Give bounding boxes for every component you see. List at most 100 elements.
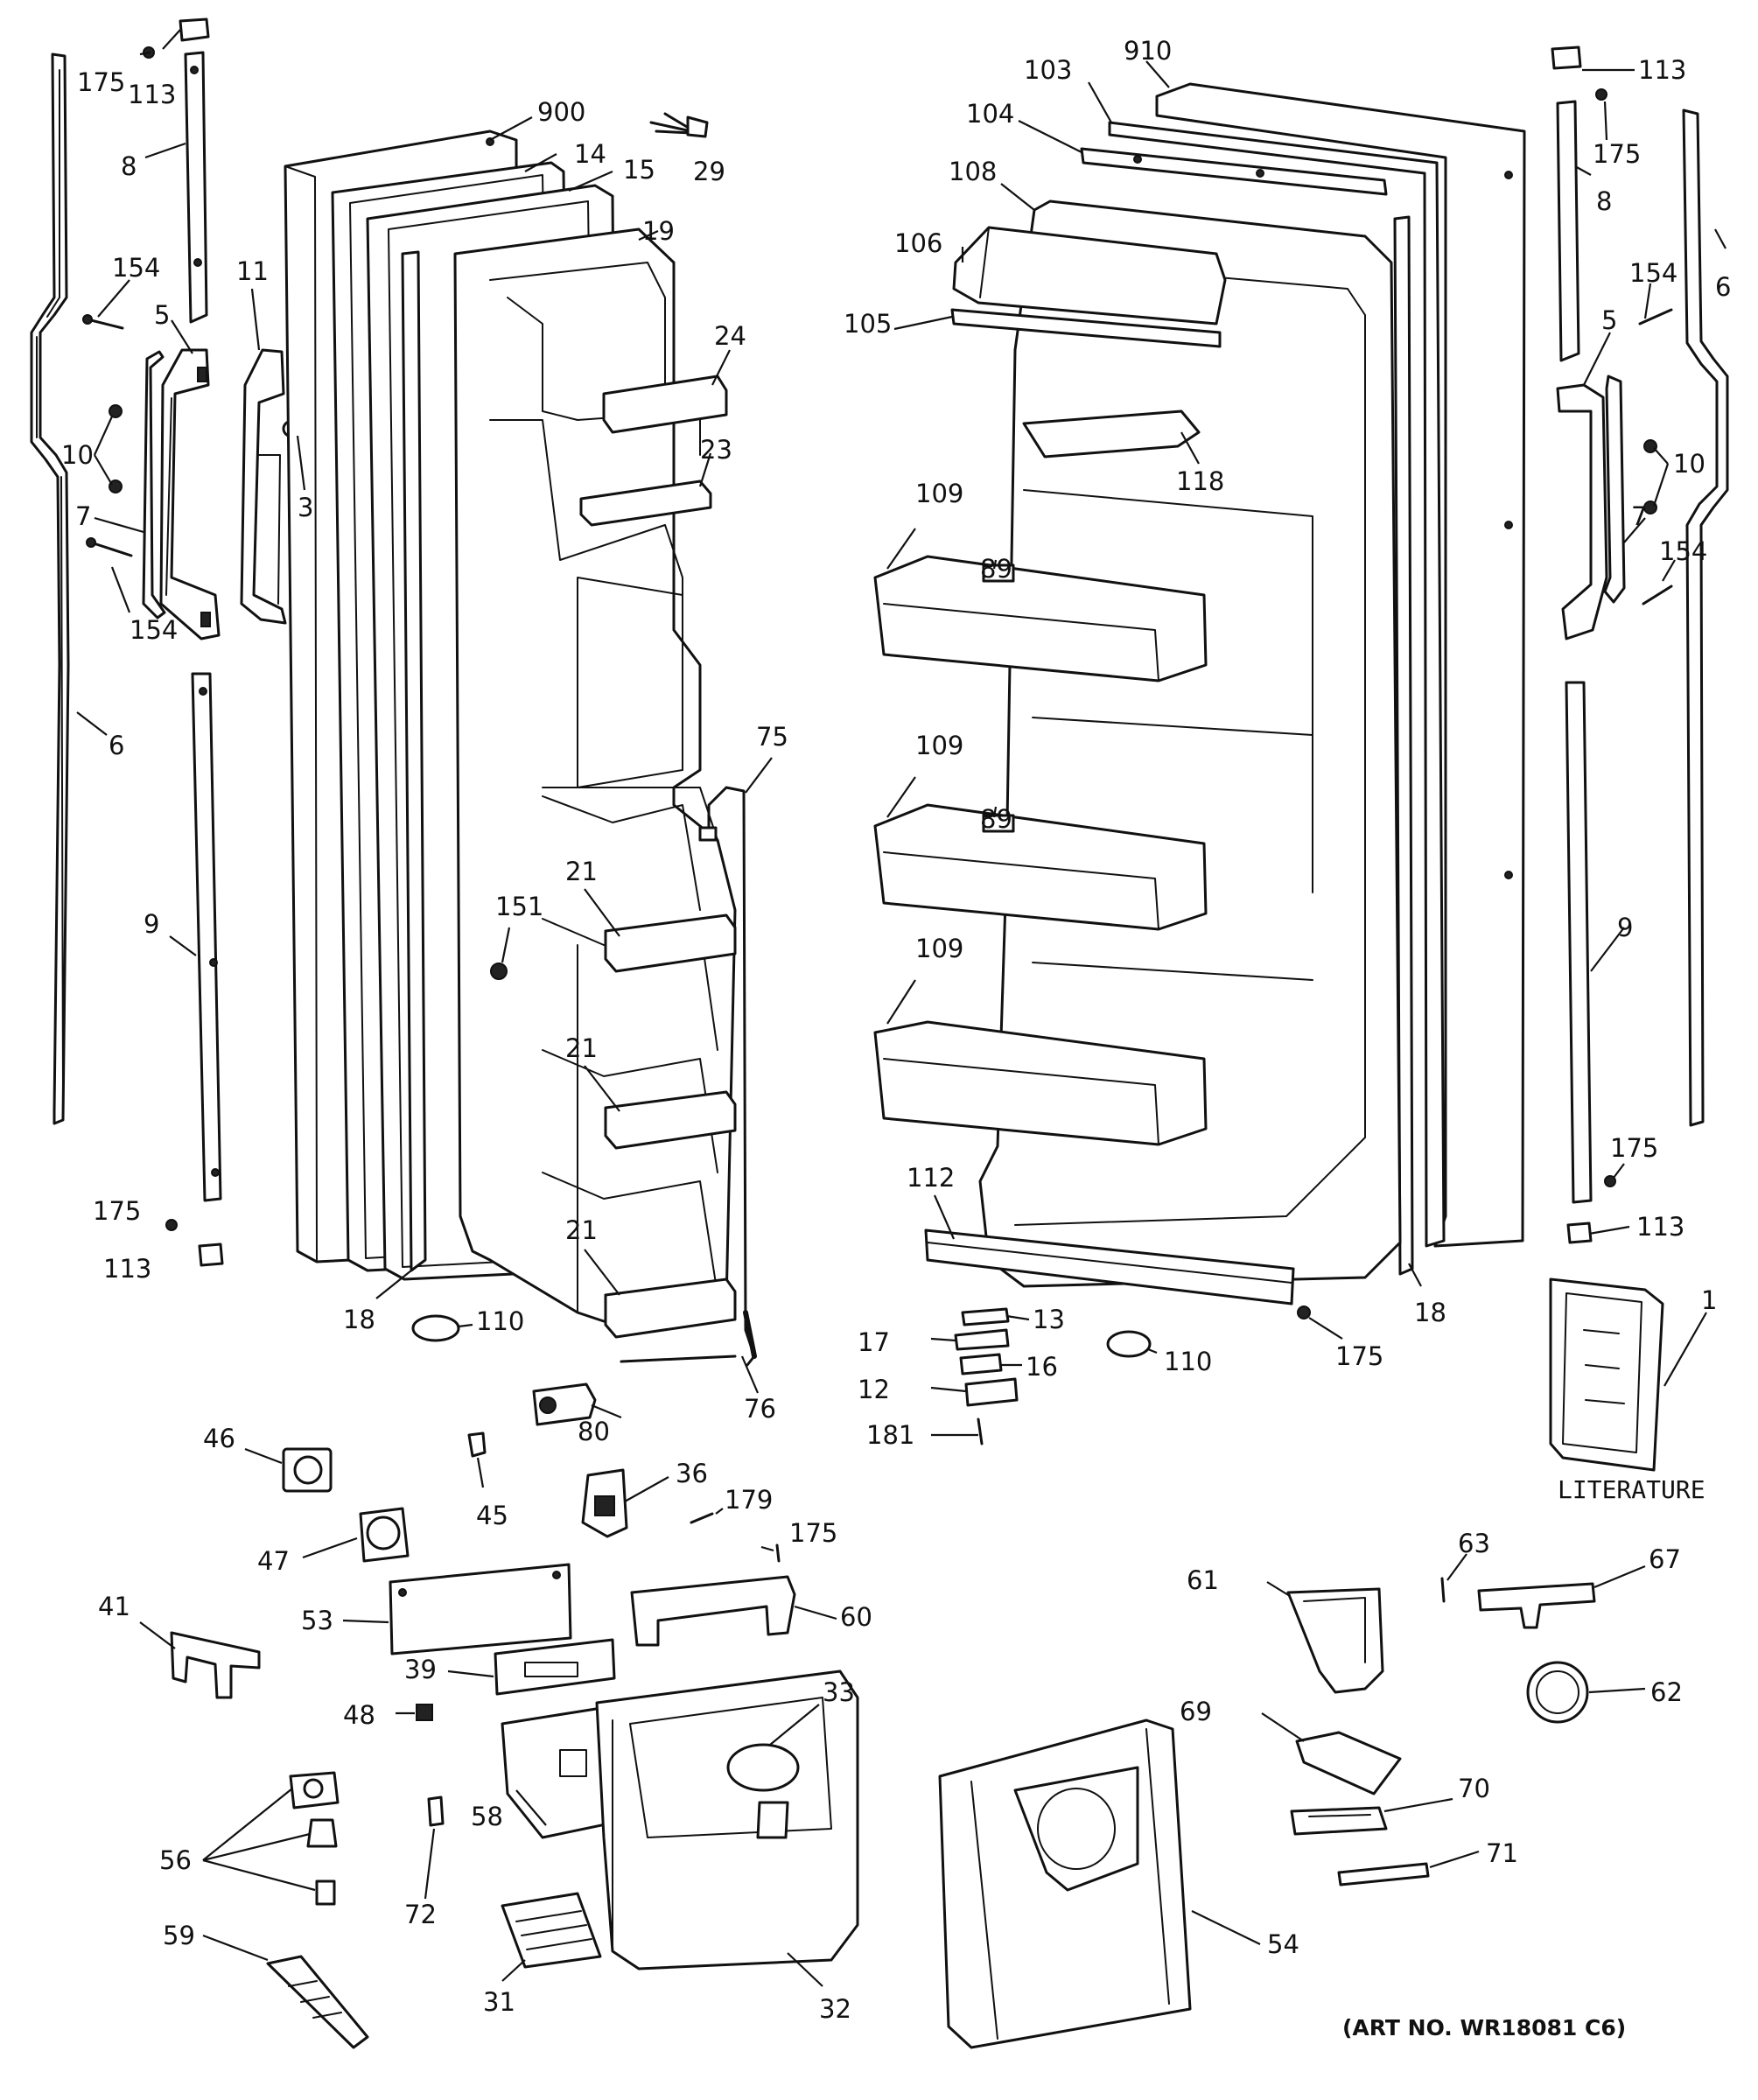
part-71-bar xyxy=(1337,1862,1430,1886)
callout-10-a: 10 xyxy=(61,440,94,470)
callout-108: 108 xyxy=(949,157,997,186)
callout-181: 181 xyxy=(866,1420,914,1450)
part-5-handle-right xyxy=(1556,383,1608,640)
part-113-cap-bottom-right xyxy=(1566,1222,1593,1244)
callout-113-d: 113 xyxy=(1636,1212,1684,1242)
literature-label: LITERATURE xyxy=(1558,1475,1705,1504)
callout-71: 71 xyxy=(1486,1838,1518,1868)
callout-175-f: 175 xyxy=(1610,1133,1658,1163)
part-109-door-bin-3 xyxy=(873,1020,1208,1146)
part-6-left-trim xyxy=(30,52,70,1125)
callout-113-b: 113 xyxy=(103,1254,151,1284)
part-46-knob xyxy=(282,1447,333,1493)
callout-63: 63 xyxy=(1458,1529,1490,1558)
callout-80: 80 xyxy=(578,1417,610,1446)
callout-11: 11 xyxy=(236,256,269,286)
part-48-clip xyxy=(416,1704,433,1721)
callout-113-c: 113 xyxy=(1638,55,1686,85)
callout-61: 61 xyxy=(1187,1565,1219,1595)
callout-14: 14 xyxy=(574,139,606,169)
part-104-top-strip xyxy=(1080,147,1388,196)
part-118-tray xyxy=(1022,410,1201,458)
callout-labels: 175 113 8 154 5 10 7 154 6 9 175 113 11 … xyxy=(61,36,1731,2040)
callout-3: 3 xyxy=(298,493,313,522)
callout-175-b: 175 xyxy=(93,1196,141,1226)
callout-179: 179 xyxy=(725,1485,773,1515)
part-31-drip-tray xyxy=(501,1892,602,1969)
callout-6-b: 6 xyxy=(1715,272,1731,302)
callout-900: 900 xyxy=(537,97,585,127)
part-61-chute xyxy=(1286,1587,1384,1694)
callout-60: 60 xyxy=(840,1602,872,1632)
callout-76: 76 xyxy=(744,1394,776,1424)
callout-110-b: 110 xyxy=(1164,1347,1212,1376)
callout-18-b: 18 xyxy=(1414,1298,1446,1327)
callout-104: 104 xyxy=(966,99,1014,129)
callout-5-a: 5 xyxy=(154,300,170,330)
callout-175-e: 175 xyxy=(1593,139,1641,169)
callout-13: 13 xyxy=(1033,1305,1065,1334)
part-21-shelf-bar-3 xyxy=(604,1278,737,1339)
part-175-screw-top-right xyxy=(1595,88,1607,101)
callout-70: 70 xyxy=(1458,1774,1490,1803)
callout-23: 23 xyxy=(700,435,732,465)
callout-17: 17 xyxy=(858,1327,890,1357)
part-110-cap-right xyxy=(1106,1330,1152,1358)
callout-110-a: 110 xyxy=(476,1306,524,1336)
art-number: (ART NO. WR18081 C6) xyxy=(1342,2015,1626,2040)
callout-29: 29 xyxy=(693,157,725,186)
part-109-door-bin-2 xyxy=(873,803,1208,931)
callout-41: 41 xyxy=(98,1592,130,1621)
callout-46: 46 xyxy=(203,1424,235,1453)
part-106-dairy-door xyxy=(952,226,1227,326)
callout-47: 47 xyxy=(257,1546,290,1576)
callout-109-c: 109 xyxy=(915,934,963,963)
callout-8-b: 8 xyxy=(1596,186,1612,216)
callout-175-c: 175 xyxy=(789,1518,837,1548)
part-1-literature xyxy=(1549,1278,1664,1472)
part-59-actuator xyxy=(266,1955,369,2049)
part-53-plate xyxy=(389,1563,572,1656)
part-75-76-tube xyxy=(620,786,757,1367)
part-29-clip xyxy=(649,112,709,138)
part-103-gasket xyxy=(1108,121,1446,1248)
part-9-lower-strip xyxy=(191,672,222,1202)
callout-7-a: 7 xyxy=(75,501,91,531)
callout-59: 59 xyxy=(163,1921,195,1950)
part-89-divider-2 xyxy=(982,814,1015,833)
part-113-cap-top-left xyxy=(179,18,210,42)
part-154-screw-upper xyxy=(86,318,124,330)
part-6-right-trim xyxy=(1682,108,1729,1127)
callout-109-b: 109 xyxy=(915,731,963,760)
part-105-bar xyxy=(950,308,1222,348)
part-47-housing xyxy=(359,1507,410,1563)
part-10-nut-lower xyxy=(109,480,123,494)
part-5-handle xyxy=(159,348,221,640)
callout-8-a: 8 xyxy=(121,151,137,181)
callout-54: 54 xyxy=(1267,1929,1299,1959)
callout-10-b: 10 xyxy=(1673,449,1705,479)
callout-105: 105 xyxy=(844,309,892,339)
part-110-cap-left xyxy=(411,1314,460,1342)
part-89-divider-1 xyxy=(982,564,1015,583)
leader-lines xyxy=(76,29,1726,1987)
callout-6-a: 6 xyxy=(109,731,124,760)
callout-36: 36 xyxy=(676,1459,708,1488)
callout-62: 62 xyxy=(1650,1677,1683,1707)
callout-89-a: 89 xyxy=(980,554,1012,584)
callout-12: 12 xyxy=(858,1375,890,1404)
part-54-dispenser-cover xyxy=(938,1718,1192,2049)
part-39-module xyxy=(494,1638,616,1696)
part-72-switch xyxy=(427,1796,445,1827)
part-13-hinge-plate xyxy=(961,1307,1010,1326)
part-69-door-chute xyxy=(1295,1731,1402,1796)
callout-32: 32 xyxy=(819,1994,851,2024)
part-113-cap-bottom-left xyxy=(198,1242,224,1267)
part-112-bottom-bar xyxy=(924,1228,1295,1306)
part-67-bracket xyxy=(1477,1582,1596,1629)
callout-151: 151 xyxy=(495,892,543,921)
callout-9-a: 9 xyxy=(144,909,159,939)
part-11-bracket xyxy=(240,348,287,625)
part-21-shelf-bar-2 xyxy=(604,1090,737,1150)
